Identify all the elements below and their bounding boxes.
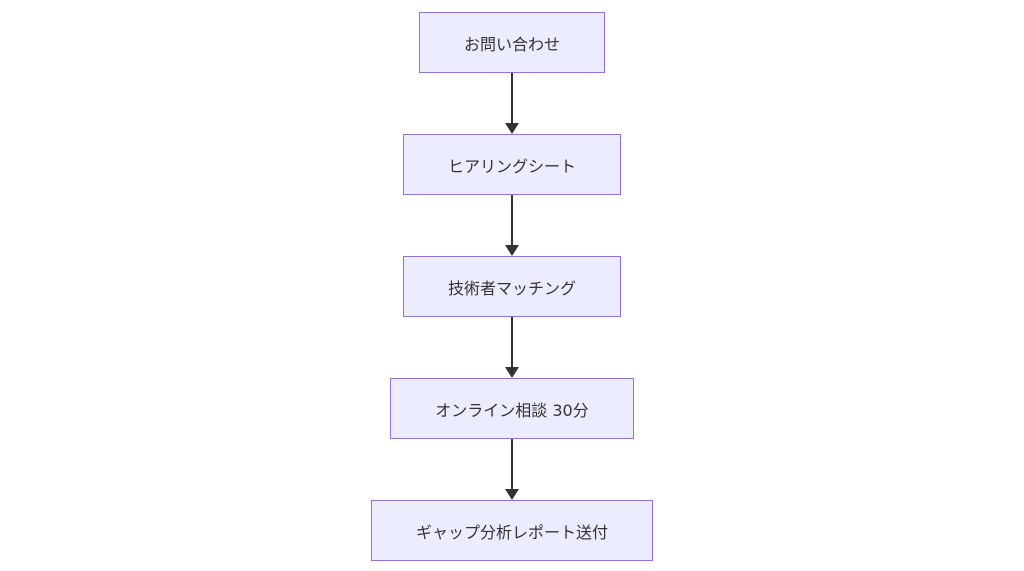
flowchart-node-engineer-matching: 技術者マッチング [402, 256, 621, 317]
flowchart-node-online-consultation: オンライン相談 30分 [390, 378, 634, 439]
arrow-line [511, 317, 513, 368]
arrow-line [511, 439, 513, 490]
flow-arrow-1 [505, 73, 519, 134]
arrow-down-icon [505, 245, 519, 256]
node-label: オンライン相談 30分 [435, 400, 589, 420]
flow-arrow-3 [505, 317, 519, 378]
flowchart-node-hearing-sheet: ヒアリングシート [402, 134, 621, 195]
arrow-down-icon [505, 489, 519, 500]
arrow-down-icon [505, 123, 519, 134]
node-label: 技術者マッチング [447, 278, 576, 298]
node-label: ヒアリングシート [447, 156, 576, 176]
flowchart-node-gap-analysis-report: ギャップ分析レポート送付 [370, 500, 653, 561]
flow-arrow-4 [505, 439, 519, 500]
flowchart-node-inquiry: お問い合わせ [418, 12, 605, 73]
arrow-down-icon [505, 367, 519, 378]
arrow-line [511, 195, 513, 246]
node-label: お問い合わせ [463, 34, 560, 54]
node-label: ギャップ分析レポート送付 [415, 522, 608, 542]
arrow-line [511, 73, 513, 124]
flow-arrow-2 [505, 195, 519, 256]
